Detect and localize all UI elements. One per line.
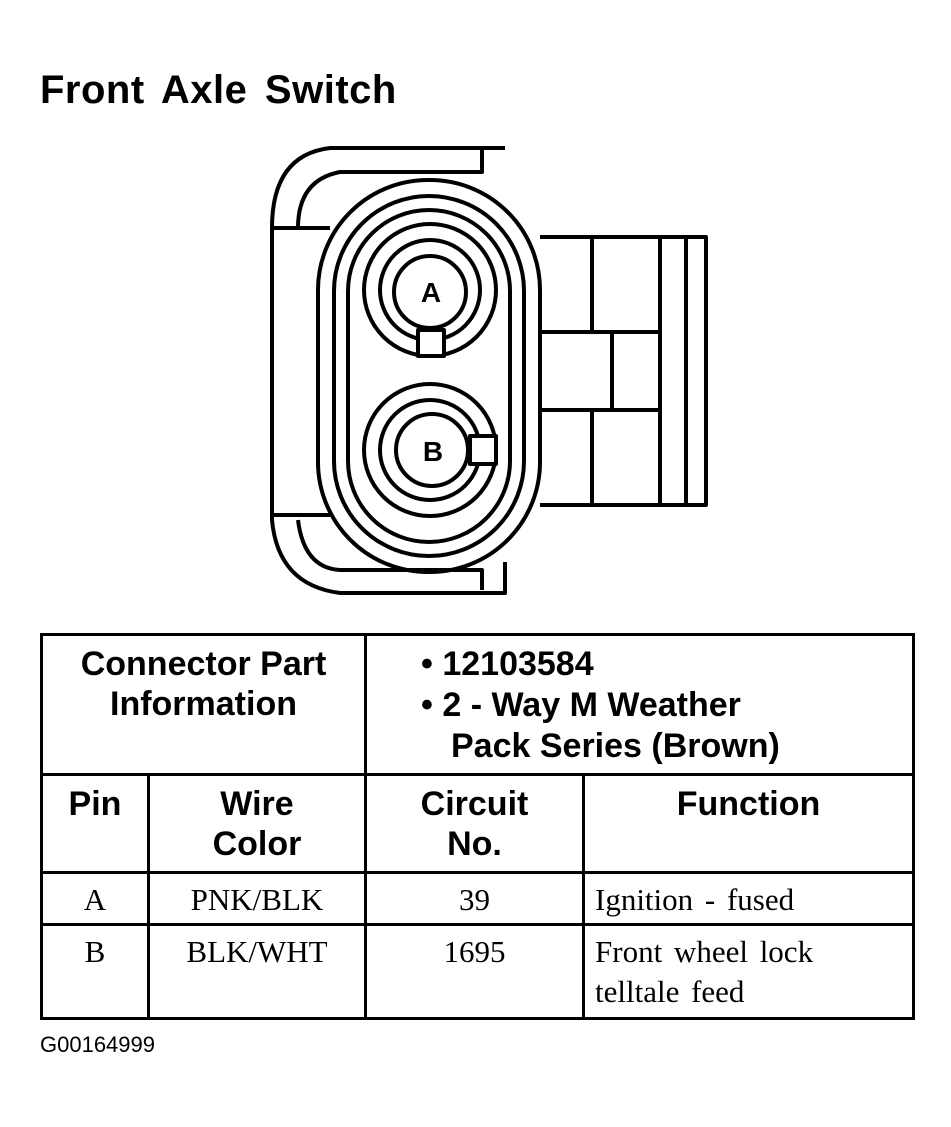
- housing-mid: [332, 194, 526, 558]
- header-pin: Pin: [40, 773, 150, 874]
- header-circuit-line2: No.: [447, 825, 502, 863]
- table-row: B BLK/WHT 1695 Front wheel lock telltale…: [40, 923, 916, 1020]
- part-info-value-cell: • 12103584 • 2 - Way M Weather Pack Seri…: [363, 633, 916, 776]
- row-b-function-line2: telltale feed: [595, 974, 745, 1009]
- pin-b-label: B: [423, 436, 443, 467]
- pin-a-key: [416, 328, 446, 358]
- part-info-label-line1: Connector Part: [80, 645, 327, 683]
- pin-a-label: A: [421, 277, 441, 308]
- diagram-title: Front Axle Switch: [40, 68, 397, 112]
- latch-outer: [270, 146, 507, 595]
- table-row: A PNK/BLK 39 Ignition - fused: [40, 871, 916, 926]
- body-right: [540, 235, 708, 507]
- row-b-wire: BLK/WHT: [147, 923, 367, 1020]
- connector-info-table: Connector Part Information • 12103584 • …: [40, 633, 916, 1020]
- header-wire-line2: Color: [212, 825, 302, 863]
- housing-inner: [346, 208, 512, 544]
- latch-inner: [296, 150, 484, 229]
- header-function: Function: [581, 773, 916, 874]
- connector-face-diagram: A B: [270, 146, 708, 595]
- row-a-function: Ignition - fused: [581, 871, 916, 926]
- row-a-wire: PNK/BLK: [147, 871, 367, 926]
- part-info-label-cell: Connector Part Information: [40, 633, 367, 776]
- header-wire-color: Wire Color: [147, 773, 367, 874]
- latch-inner-bottom: [296, 519, 484, 590]
- row-b-circuit: 1695: [364, 923, 585, 1020]
- row-b-function-line1: Front wheel lock: [595, 934, 814, 969]
- figure-id: G00164999: [40, 1032, 155, 1057]
- row-a-pin: A: [40, 871, 150, 926]
- housing-outer: [316, 178, 542, 574]
- row-a-function-line1: Ignition - fused: [595, 882, 795, 917]
- header-circuit-line1: Circuit: [420, 785, 529, 823]
- part-number: • 12103584: [421, 645, 594, 683]
- header-wire-line1: Wire: [220, 785, 294, 823]
- row-b-pin: B: [40, 923, 150, 1020]
- part-info-label-line2: Information: [110, 685, 297, 723]
- header-circuit-no: Circuit No.: [364, 773, 585, 874]
- part-description-line2: Pack Series (Brown): [451, 727, 780, 765]
- pin-b-key: [468, 434, 498, 466]
- part-description-line1: • 2 - Way M Weather: [421, 686, 741, 724]
- row-b-function: Front wheel lock telltale feed: [581, 923, 916, 1020]
- row-a-circuit: 39: [364, 871, 585, 926]
